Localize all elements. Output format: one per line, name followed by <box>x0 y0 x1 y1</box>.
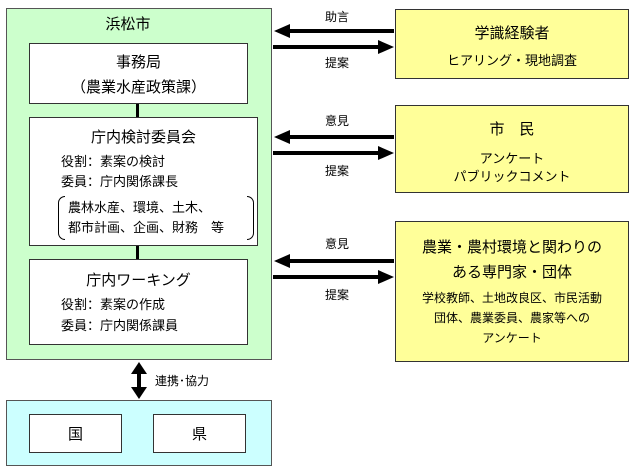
departments-line-1: 農林水産、環境、土木、 <box>68 201 212 216</box>
citizens-title: 市 民 <box>489 120 535 138</box>
groups-detail-line-2: 団体、農業委員、農家等への <box>433 311 590 325</box>
arrow-groups-out <box>273 270 394 284</box>
connector-secretariat-committee <box>136 103 139 117</box>
citizens-box: 市 民 アンケート パブリックコメント <box>395 105 629 193</box>
label-cooperation: 連携･協力 <box>155 374 210 388</box>
experts-detail: ヒアリング・現地調査 <box>446 54 577 69</box>
arrow-citizens-in <box>274 130 394 144</box>
groups-detail-line-3: アンケート <box>482 331 542 345</box>
arrow-experts-in <box>274 24 394 38</box>
working-role: 役割：素案の作成 <box>61 298 166 313</box>
label-experts-in: 助言 <box>325 10 350 24</box>
connector-committee-working <box>136 245 139 260</box>
committee-title: 庁内検討委員会 <box>90 128 196 146</box>
groups-detail-line-1: 学校教師、土地改良区、市民活動 <box>421 291 602 305</box>
prefecture-box: 県 <box>153 414 246 453</box>
secretariat-box: 事務局 （農業水産政策課） <box>29 43 248 104</box>
arrow-citizens-out <box>273 146 394 160</box>
groups-title-line-2: ある専門家・団体 <box>451 263 572 281</box>
arrow-groups-in <box>274 254 394 268</box>
label-experts-out: 提案 <box>325 56 350 70</box>
groups-box: 農業・農村環境と関わりの ある専門家・団体 学校教師、土地改良区、市民活動 団体… <box>395 221 629 362</box>
groups-title-line-1: 農業・農村環境と関わりの <box>421 238 602 256</box>
bracket-left <box>58 196 65 240</box>
arrow-experts-out <box>273 40 394 54</box>
label-groups-out: 提案 <box>325 288 350 302</box>
country-label: 国 <box>67 425 83 443</box>
experts-box: 学識経験者 ヒアリング・現地調査 <box>395 9 629 79</box>
label-citizens-out: 提案 <box>325 164 350 178</box>
committee-box: 庁内検討委員会 役割：素案の検討 委員：庁内関係課長 農林水産、環境、土木、 都… <box>29 117 258 246</box>
city-title: 浜松市 <box>105 15 151 33</box>
working-title: 庁内ワーキング <box>86 271 191 289</box>
label-citizens-in: 意見 <box>325 114 350 128</box>
committee-role: 役割：素案の検討 <box>61 155 166 170</box>
citizens-detail-line-1: アンケート <box>479 152 545 167</box>
arrow-cooperation <box>131 362 147 399</box>
committee-members: 委員：庁内関係課長 <box>61 175 179 190</box>
working-members: 委員：庁内関係課員 <box>61 319 179 334</box>
country-box: 国 <box>29 414 122 453</box>
secretariat-title: 事務局 <box>115 53 161 71</box>
experts-title: 学識経験者 <box>474 24 550 42</box>
citizens-detail-line-2: パブリックコメント <box>453 170 571 185</box>
label-groups-in: 意見 <box>325 237 350 251</box>
departments-bracket: 農林水産、環境、土木、 都市計画、企画、財務 等 <box>58 196 254 240</box>
secretariat-subtitle: （農業水産政策課） <box>70 78 206 96</box>
departments-line-2: 都市計画、企画、財務 等 <box>68 221 225 236</box>
working-box: 庁内ワーキング 役割：素案の作成 委員：庁内関係課員 <box>29 259 248 345</box>
prefecture-label: 県 <box>191 425 207 443</box>
